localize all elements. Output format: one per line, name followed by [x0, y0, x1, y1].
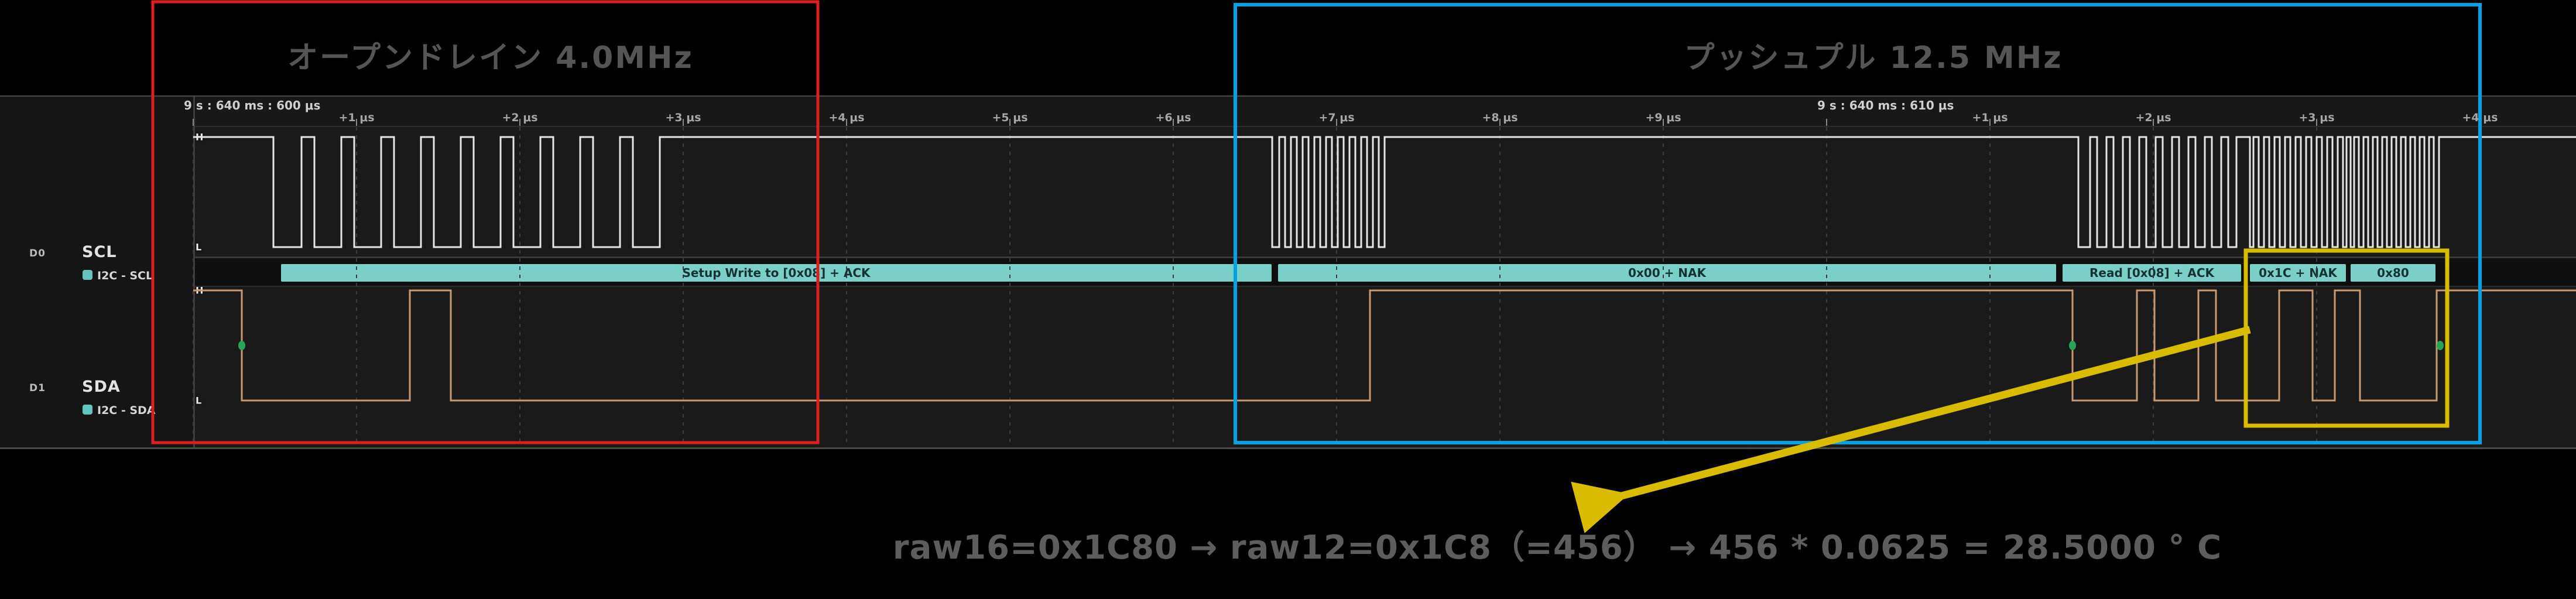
i2c-sda-analyzer-label[interactable]: I2C - SDA [97, 404, 156, 417]
scl-high-marker: H [196, 131, 204, 143]
ruler-tick-label: +6 μs [1155, 111, 1191, 124]
scl-low-marker: L [196, 241, 202, 253]
sda-channel-row[interactable] [0, 287, 2576, 447]
ruler-tick-label: +5 μs [992, 111, 1028, 124]
ruler-tick-label: +3 μs [665, 111, 701, 124]
channel-d1-id: D1 [29, 382, 46, 394]
ruler-tick-label: +7 μs [1318, 111, 1355, 124]
channel-scl-name[interactable]: SCL [82, 243, 117, 261]
ruler-timestamp-label: 9 s : 640 ms : 610 μs [1817, 98, 1954, 112]
ruler-tick-label: +1 μs [1972, 111, 2008, 124]
i2c-decode-bubble[interactable]: Read [0x08] + ACK [2063, 264, 2241, 282]
i2c-decode-bubble[interactable]: 0x00 + NAK [1278, 264, 2056, 282]
i2c-decode-bubble[interactable]: 0x1C + NAK [2250, 264, 2346, 282]
temperature-formula-text: raw16=0x1C80 → raw12=0x1C8（=456） → 456 *… [892, 529, 2222, 567]
push-pull-title: プッシュプル 12.5 MHz [1684, 40, 2063, 76]
ruler-tick-label: +9 μs [1645, 111, 1681, 124]
channel-d0-id: D0 [29, 248, 46, 259]
sda-low-marker: L [196, 395, 202, 406]
panel-bottom-border [0, 447, 2576, 449]
scl-channel-row[interactable] [0, 127, 2576, 256]
sda-high-marker: H [196, 285, 204, 296]
i2c-decode-bubble[interactable]: 0x80 [2351, 264, 2435, 282]
channel-sda-name[interactable]: SDA [82, 378, 121, 396]
ruler-tick-label: +2 μs [2135, 111, 2171, 124]
i2c-scl-analyzer-label[interactable]: I2C - SCL [97, 269, 153, 282]
channel-gutter: D0 SCL I2C - SCL D1 SDA I2C - SDA [0, 97, 195, 447]
ruler-tick-label: +4 μs [2462, 111, 2498, 124]
i2c-scl-analyzer-icon [83, 270, 93, 280]
ruler-tick-label: +2 μs [502, 111, 538, 124]
ruler-tick-label: +1 μs [338, 111, 375, 124]
time-ruler[interactable] [0, 97, 2576, 127]
i2c-sda-analyzer-icon [83, 405, 93, 415]
ruler-tick-label: +8 μs [1482, 111, 1518, 124]
ruler-timestamp-label: 9 s : 640 ms : 600 μs [184, 98, 321, 112]
ruler-tick-label: +3 μs [2298, 111, 2335, 124]
open-drain-title: オープンドレイン 4.0MHz [287, 40, 694, 76]
ruler-tick-label: +4 μs [828, 111, 865, 124]
i2c-decode-bubble[interactable]: Setup Write to [0x08] + ACK [281, 264, 1272, 282]
